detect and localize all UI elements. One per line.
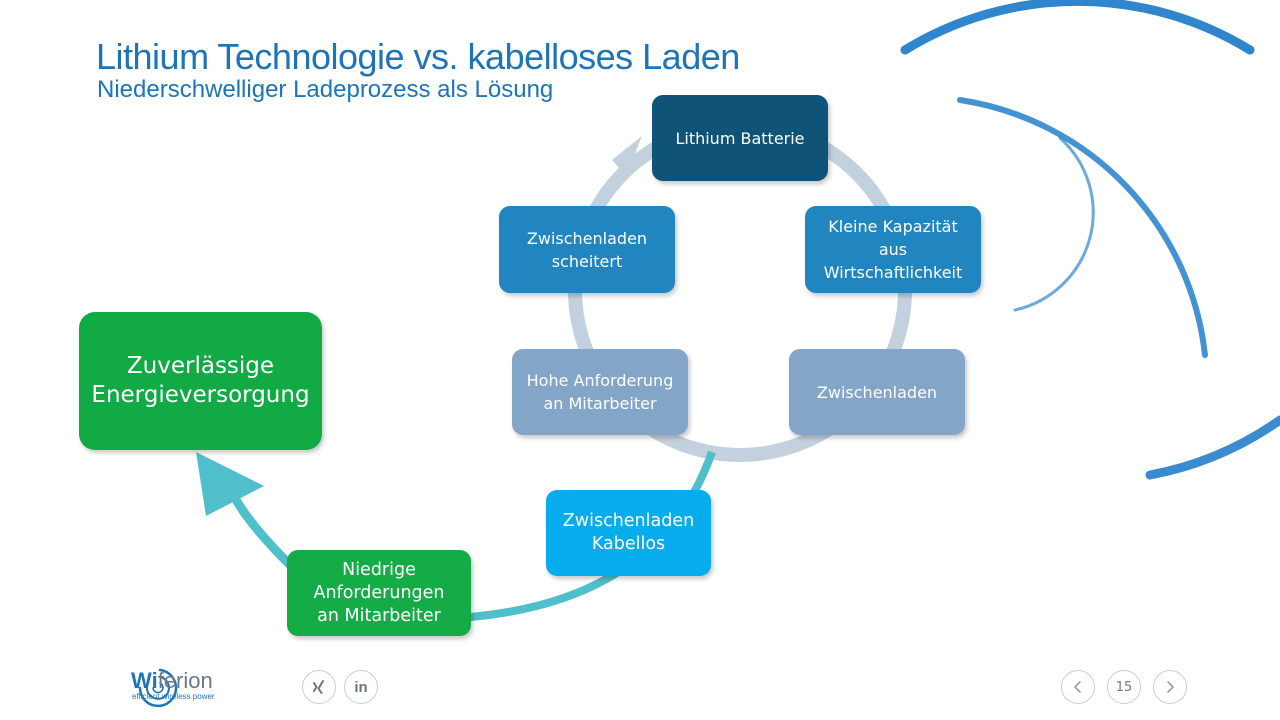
path-node-low-requirements: Niedrige Anforderungen an Mitarbeiter [287,550,471,636]
cycle-node-high-requirements: Hohe Anforderung an Mitarbeiter [512,349,688,435]
page-number-indicator: 15 [1107,670,1141,704]
next-slide-button[interactable] [1153,670,1187,704]
brand-rest: ferion [158,668,213,693]
page-subtitle: Niederschwelliger Ladeprozess als Lösung [97,76,553,104]
cycle-node-lithium-battery: Lithium Batterie [652,95,828,181]
cycle-node-charging-fails: Zwischenladen scheitert [499,206,675,293]
page-title: Lithium Technologie vs. kabelloses Laden [96,36,740,78]
teal-flow-path-2 [232,492,290,565]
cycle-node-intermediate-charging: Zwischenladen [789,349,965,435]
brand-wordmark: Wiferion [131,668,213,694]
xing-button[interactable] [302,670,336,704]
teal-arrowhead [196,452,264,516]
brand-prefix: Wi [131,668,158,693]
path-node-wireless-charging: Zwischenladen Kabellos [546,490,711,576]
linkedin-button[interactable]: in [344,670,378,704]
chevron-left-icon [1071,680,1085,694]
page-number: 15 [1116,680,1133,695]
linkedin-icon: in [354,679,367,696]
chevron-right-icon [1163,680,1177,694]
prev-slide-button[interactable] [1061,670,1095,704]
path-node-reliable-supply: Zuverlässige Energieversorgung [79,312,322,450]
xing-icon [311,679,327,695]
cycle-node-small-capacity: Kleine Kapazität aus Wirtschaftlichkeit [805,206,981,293]
brand-tagline: efficient wireless power [132,692,215,701]
